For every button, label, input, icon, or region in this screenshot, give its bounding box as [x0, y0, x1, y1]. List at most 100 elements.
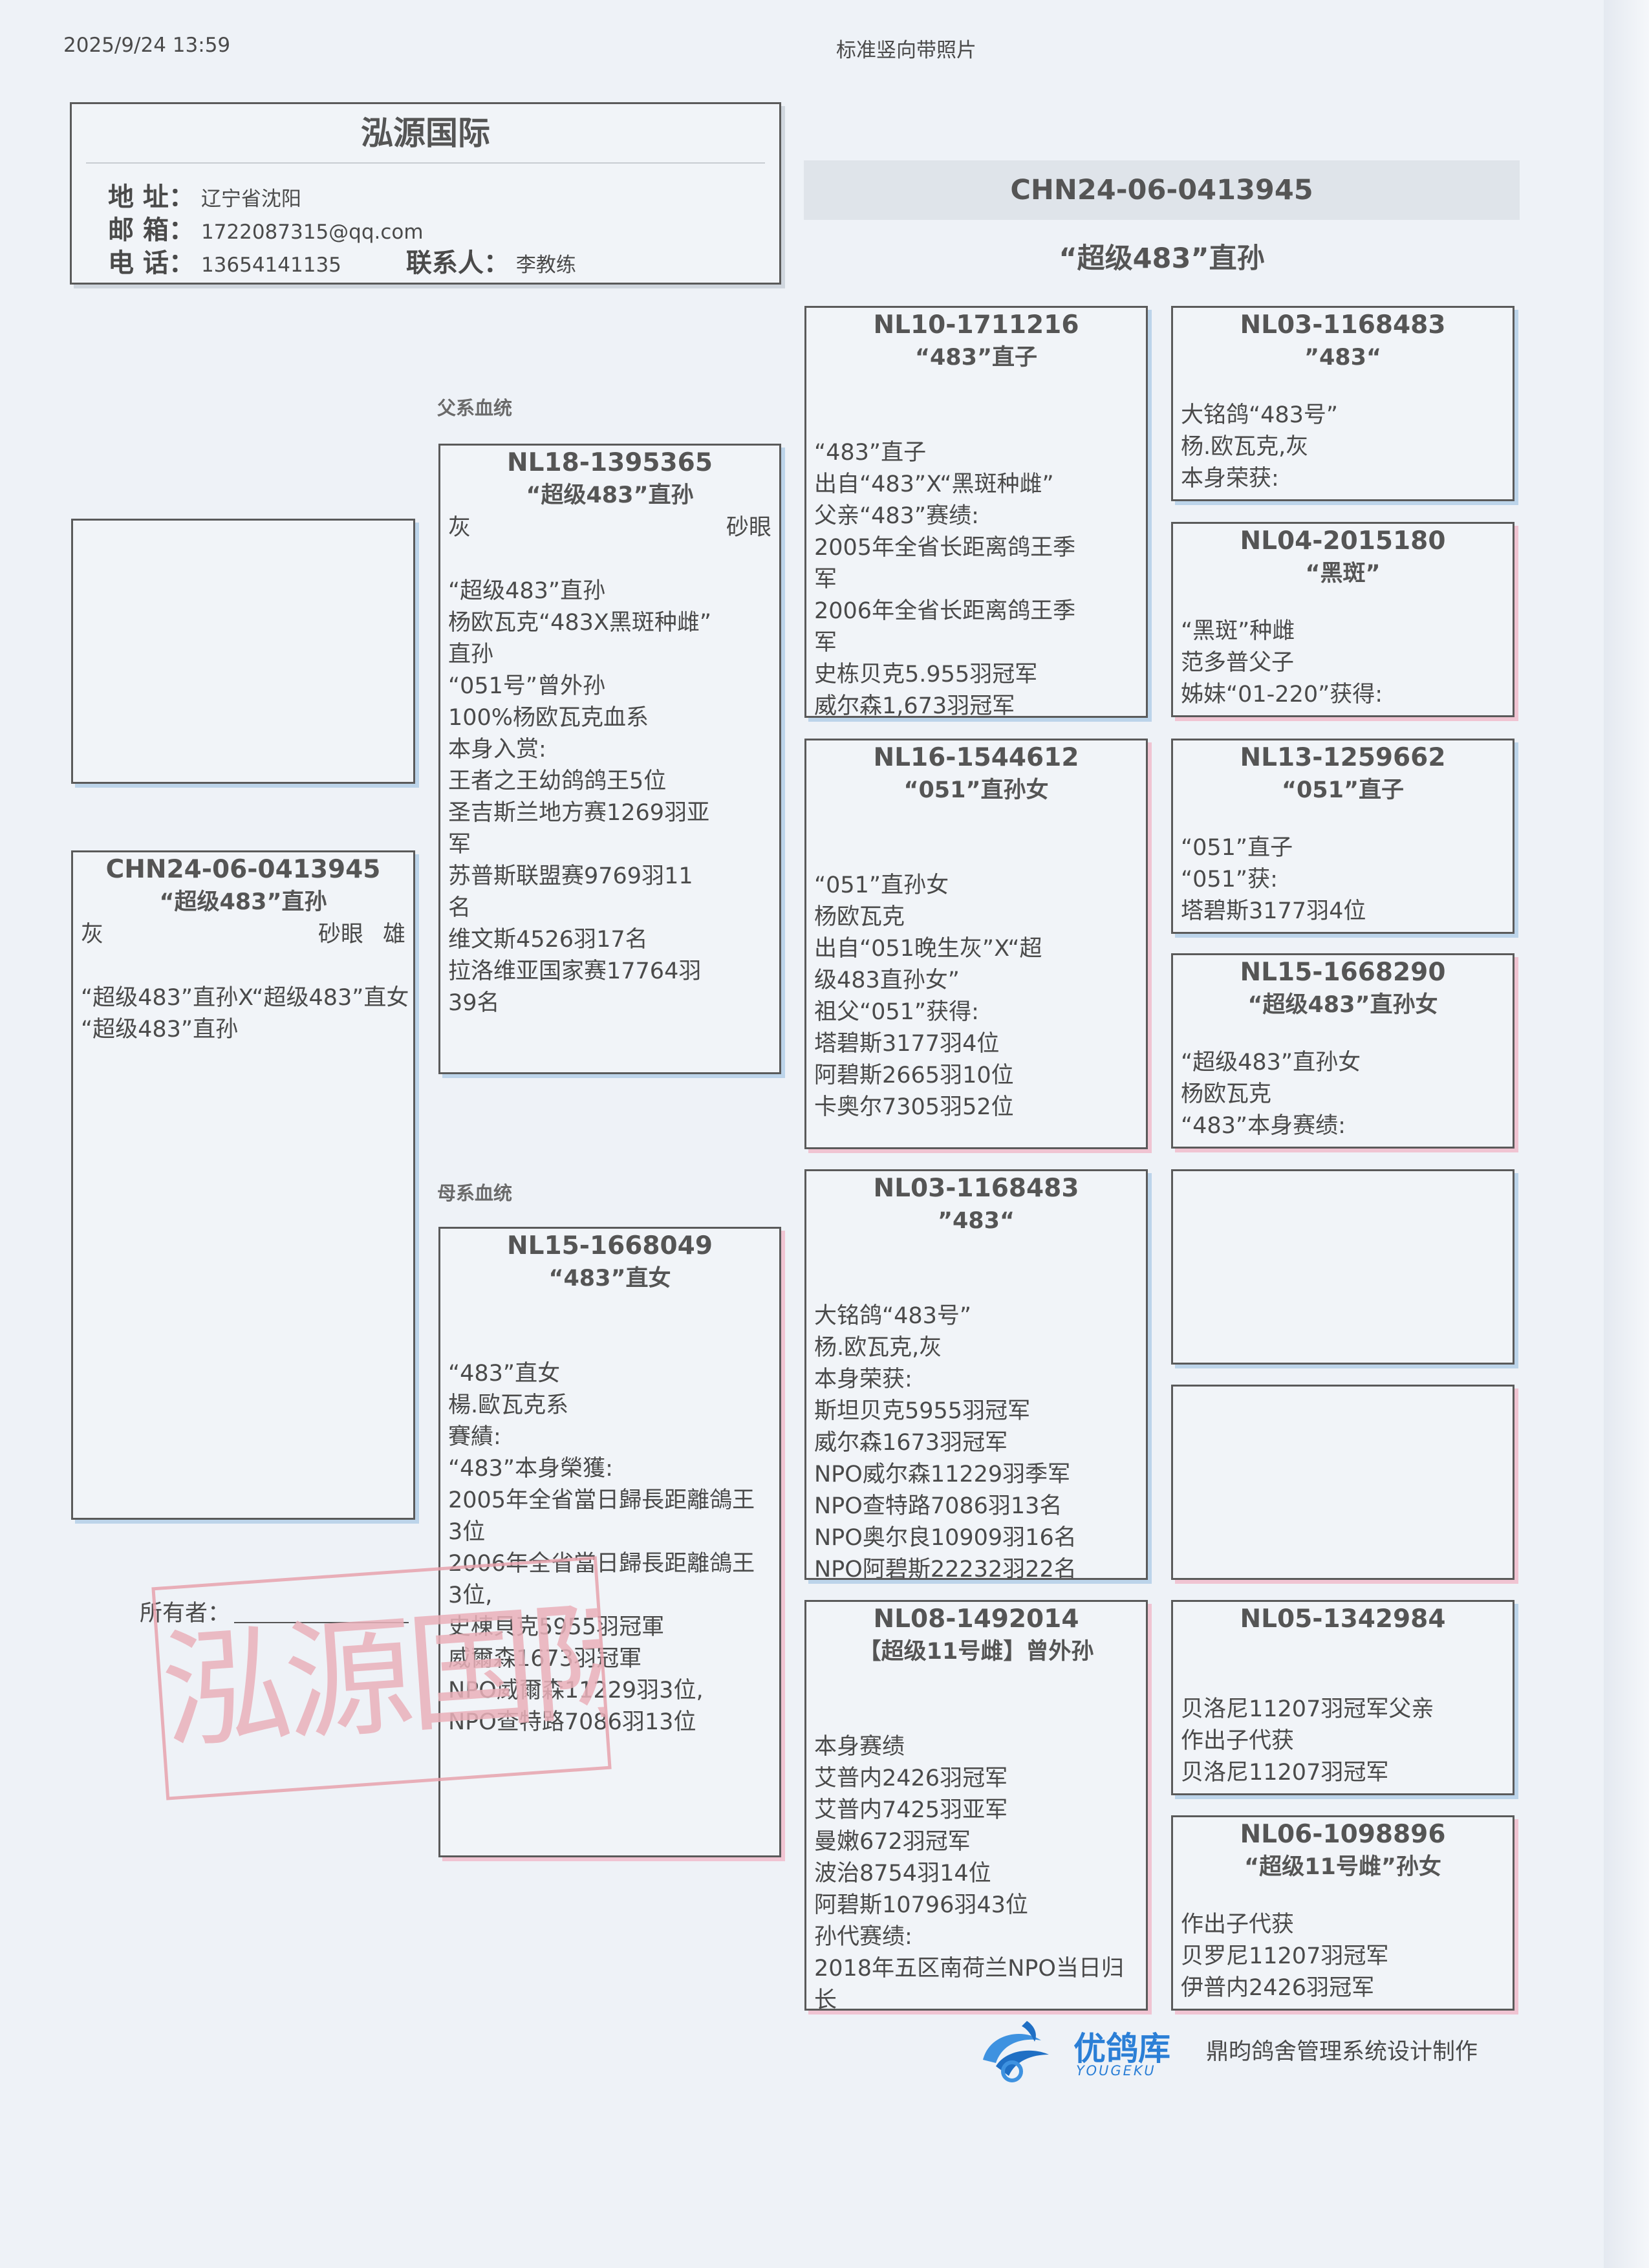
dam-tagline: “483”直女 — [548, 1266, 671, 1291]
sss-tagline: ”483“ — [1304, 345, 1382, 371]
owner-info-box: 泓源国际 地 址：辽宁省沈阳 邮 箱：1722087315@qq.com 电 话… — [70, 102, 781, 285]
ss-tagline: “483”直子 — [914, 345, 1038, 371]
main-ring-banner: CHN24-06-0413945 — [804, 160, 1520, 220]
pedigree-note-line: 3位 — [448, 1519, 486, 1545]
subject-sex: 雄 — [382, 922, 405, 947]
pedigree-note-line: “051号”曾外孙 — [448, 673, 606, 699]
page-title: 标准竖向带照片 — [836, 39, 976, 62]
pedigree-note-line: 楊.歐瓦克系 — [448, 1392, 569, 1418]
dsd-card-empty — [1171, 1385, 1514, 1580]
pedigree-note-line: 賽績: — [448, 1424, 501, 1450]
pedigree-note-line: 军 — [448, 832, 471, 858]
pedigree-note-line: 2006年全省长距离鸽王季 — [814, 598, 1076, 624]
pedigree-note-line: NPO查特路7086羽13名 — [814, 1493, 1062, 1519]
subject-eye: 砂眼 — [318, 922, 363, 947]
pedigree-note-line: 阿碧斯2665羽10位 — [814, 1063, 1014, 1088]
dds-card: NL05-1342984 贝洛尼11207羽冠军父亲作出子代获贝洛尼11207羽… — [1171, 1600, 1514, 1795]
ddd-ring: NL06-1098896 — [1240, 1820, 1446, 1849]
email-label: 邮 箱： — [108, 215, 195, 245]
pedigree-note-line: “051”直孙女 — [814, 872, 949, 898]
pedigree-note-line: 100%杨欧瓦克血系 — [448, 705, 649, 731]
pedigree-note-line: 杨.欧瓦克,灰 — [1181, 434, 1309, 460]
pedigree-note-line: 级483直孙女” — [814, 967, 960, 993]
yougeku-logo-icon — [976, 2014, 1054, 2086]
sss-notes: 大铭鸽“483号”杨.欧瓦克,灰本身荣获: — [1181, 400, 1505, 495]
address-value: 辽宁省沈阳 — [200, 188, 301, 211]
pedigree-note-line: 39名 — [448, 990, 500, 1016]
sdd-tagline: “超级483”直孙女 — [1247, 992, 1438, 1018]
pedigree-note-line: 贝洛尼11207羽冠军 — [1181, 1760, 1389, 1786]
sire-ring: NL18-1395365 — [507, 448, 713, 477]
pedigree-note-line: NPO阿碧斯22232羽22名 — [814, 1557, 1077, 1580]
pedigree-note-line: 贝罗尼11207羽冠军 — [1181, 1943, 1389, 1969]
subject-ring: CHN24-06-0413945 — [105, 855, 381, 884]
pedigree-note-line: 威爾森1673羽冠軍 — [448, 1646, 642, 1672]
pedigree-note-line: “483”直女 — [448, 1361, 561, 1387]
pedigree-note-line: 艾普内2426羽冠军 — [814, 1766, 1008, 1791]
phone-label: 电 话： — [108, 248, 195, 278]
pedigree-note-line: 2005年全省當日歸長距離鴿王 — [448, 1487, 755, 1513]
sire-sire-card: NL10-1711216 “483”直子 “483”直子出自“483”X“黑斑种… — [804, 306, 1148, 718]
footer-credit: 鼎昀鸽舍管理系统设计制作 — [1206, 2039, 1478, 2065]
pedigree-note-line: 曼嫩672羽冠军 — [814, 1829, 971, 1855]
pedigree-note-line: “483”本身赛绩: — [1181, 1113, 1346, 1139]
pedigree-note-line: 大铭鸽“483号” — [814, 1303, 972, 1329]
dam-ring: NL15-1668049 — [507, 1231, 713, 1260]
pedigree-note-line: 大铭鸽“483号” — [1181, 402, 1339, 428]
pedigree-note-line: 杨欧瓦克“483X黑斑种雌” — [448, 610, 712, 636]
ssd-ring: NL04-2015180 — [1240, 526, 1446, 556]
owner-stamp: 泓源国际 — [151, 1556, 612, 1800]
pedigree-note-line: NPO威爾森11229羽3位, — [448, 1678, 704, 1703]
subject-notes: “超级483”直孙X“超级483”直女“超级483”直孙 — [81, 982, 409, 1046]
pedigree-note-line: 波治8754羽14位 — [814, 1861, 991, 1886]
sire-color: 灰 — [448, 515, 471, 541]
sdd-card: NL15-1668290 “超级483”直孙女 “超级483”直孙女杨欧瓦克“4… — [1171, 953, 1514, 1149]
ssd-card: NL04-2015180 “黑斑” “黑斑”种雌范多普父子姊妹“01-220”获… — [1171, 522, 1514, 717]
pedigree-note-line: 军 — [814, 567, 837, 592]
pedigree-note-line: 塔碧斯3177羽4位 — [814, 1031, 1000, 1057]
pedigree-note-line: 威尔森1,673羽冠军 — [814, 693, 1015, 718]
pedigree-note-line: 本身入赏: — [448, 737, 546, 762]
owner-sign-line — [234, 1622, 409, 1623]
pedigree-note-line: 2005年全省长距离鸽王季 — [814, 535, 1076, 561]
ds-notes: 大铭鸽“483号”杨.欧瓦克,灰本身荣获:斯坦贝克5955羽冠军威尔森1673羽… — [814, 1301, 1138, 1580]
ds-tagline: ”483“ — [937, 1208, 1015, 1234]
ss-notes: “483”直子出自“483”X“黑斑种雌”父亲“483”赛绩:2005年全省长距… — [814, 437, 1138, 718]
sdd-ring: NL15-1668290 — [1240, 958, 1446, 987]
sire-dam-card: NL16-1544612 “051”直孙女 “051”直孙女杨欧瓦克出自“051… — [804, 739, 1148, 1149]
dam-card: NL15-1668049 “483”直女 “483”直女楊.歐瓦克系賽績:“48… — [438, 1227, 781, 1857]
pedigree-note-line: 塔碧斯3177羽4位 — [1181, 898, 1366, 924]
owner-name: 泓源国际 — [86, 104, 765, 164]
pedigree-note-line: 圣吉斯兰地方赛1269羽亚 — [448, 800, 710, 826]
sds-ring: NL13-1259662 — [1240, 743, 1446, 772]
ddd-notes: 作出子代获贝罗尼11207羽冠军伊普内2426羽冠军 — [1181, 1909, 1505, 2004]
pedigree-note-line: NPO威尔森11229羽季军 — [814, 1462, 1071, 1487]
pedigree-note-line: 祖父“051”获得: — [814, 999, 979, 1025]
dam-notes: “483”直女楊.歐瓦克系賽績:“483”本身榮獲:2005年全省當日歸長距離鴿… — [448, 1358, 771, 1738]
pedigree-note-line: 孙代赛绩: — [814, 1924, 912, 1950]
pedigree-note-line: 直孙 — [448, 642, 494, 667]
pedigree-note-line: 出自“483”X“黑斑种雌” — [814, 471, 1054, 497]
sds-card: NL13-1259662 “051”直子 “051”直子“051”获:塔碧斯31… — [1171, 739, 1514, 934]
logo-text: 优鸽库 — [1073, 2030, 1170, 2068]
sire-line-label: 父系血统 — [437, 397, 513, 419]
email-value: 1722087315@qq.com — [200, 221, 424, 244]
dam-dam-card: NL08-1492014 【超级11号雌】曾外孙 本身赛绩艾普内2426羽冠军艾… — [804, 1600, 1148, 2011]
sss-card: NL03-1168483 ”483“ 大铭鸽“483号”杨.欧瓦克,灰本身荣获: — [1171, 306, 1514, 501]
photo-placeholder — [71, 519, 415, 784]
pedigree-note-line: 威尔森1673羽冠军 — [814, 1430, 1008, 1456]
sdd-notes: “超级483”直孙女杨欧瓦克“483”本身赛绩: — [1181, 1047, 1505, 1142]
dd-ring: NL08-1492014 — [873, 1604, 1079, 1634]
pedigree-note-line: NPO奥尔良10909羽16名 — [814, 1525, 1077, 1551]
pedigree-note-line: 维文斯4526羽17名 — [448, 927, 648, 953]
pedigree-note-line: 阿碧斯10796羽43位 — [814, 1892, 1028, 1918]
pedigree-note-line: 出自“051晚生灰”X“超 — [814, 936, 1042, 962]
pedigree-note-line: 苏普斯联盟赛9769羽11 — [448, 863, 693, 889]
pedigree-note-line: 艾普内7425羽亚军 — [814, 1797, 1008, 1823]
pedigree-note-line: “超级483”直孙 — [81, 1017, 239, 1042]
dds-ring: NL05-1342984 — [1240, 1604, 1446, 1634]
scan-edge — [1604, 0, 1649, 2268]
pedigree-note-line: “黑斑”种雌 — [1181, 618, 1295, 644]
pedigree-note-line: 卡奥尔7305羽52位 — [814, 1094, 1014, 1120]
